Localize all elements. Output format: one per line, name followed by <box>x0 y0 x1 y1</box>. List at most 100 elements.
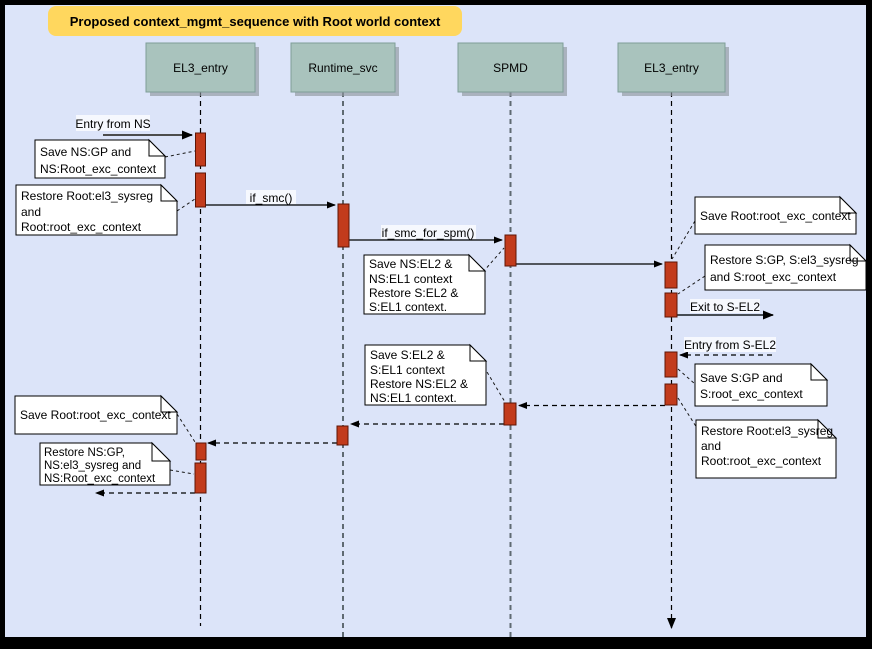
note-restore-root-top: Restore Root:el3_sysreg and Root:root_ex… <box>15 183 179 236</box>
message-label-entry-from-ns: Entry from NS <box>75 117 150 131</box>
actor-box-el3-right <box>617 42 726 93</box>
note-line: Root:root_exc_context <box>21 220 142 234</box>
note-fold <box>817 418 838 439</box>
message-label-bg <box>246 190 296 204</box>
note-save-root-exc-right: Save Root:root_exc_context <box>694 195 858 235</box>
note-fold <box>160 183 179 202</box>
messages: Entry from NS if_smc() if_smc_for_spm() … <box>75 115 776 497</box>
note-body <box>14 395 178 435</box>
activation-el3-right-3 <box>664 351 678 378</box>
note-line: and S:root_exc_context <box>710 270 837 284</box>
connector-spmd-return <box>483 366 506 403</box>
message-label-if-smc: if_smc() <box>250 191 293 205</box>
note-line: Save Root:root_exc_context <box>20 408 171 422</box>
note-line: NS:el3_sysreg and <box>44 460 141 472</box>
activation-runtime-1 <box>337 203 350 248</box>
actor-box-runtime-svc <box>290 42 396 93</box>
note-fold <box>151 441 172 462</box>
activation-spmd-2 <box>503 402 517 426</box>
activation-spmd-1 <box>504 234 517 267</box>
message-label-bg <box>381 225 476 239</box>
note-body <box>363 254 486 315</box>
note-save-root-exc-left: Save Root:root_exc_context <box>14 394 179 435</box>
note-line: NS:Root_exc_context <box>40 162 157 176</box>
connector-save-s-gp <box>677 368 696 385</box>
note-line: Save NS:GP and <box>40 145 131 159</box>
note-fold <box>148 138 167 157</box>
note-body <box>34 139 166 179</box>
activation-el3-left-4 <box>194 462 207 494</box>
connector-save-ns-gp <box>164 150 196 158</box>
lifelines <box>199 92 676 637</box>
title-box <box>48 6 462 36</box>
actor-box-spmd <box>457 42 564 93</box>
note-body <box>695 419 837 479</box>
note-line: Restore S:GP, S:el3_sysreg <box>710 253 859 267</box>
note-fold <box>469 343 488 362</box>
note-line: Restore Root:el3_sysreg <box>701 424 833 438</box>
activation-el3-left-1 <box>195 132 206 167</box>
title-label: Proposed context_mgmt_sequence with Root… <box>70 14 441 29</box>
activation-el3-right-2 <box>664 292 678 318</box>
note-body <box>39 442 171 486</box>
note-fold <box>160 394 179 413</box>
note-line: Save Root:root_exc_context <box>700 209 851 223</box>
note-spmd-entry: Save NS:EL2 & NS:EL1 context Restore S:E… <box>363 253 487 315</box>
note-line: Restore S:EL2 & <box>369 286 458 300</box>
note-fold <box>849 243 868 262</box>
actor-label-spmd: SPMD <box>493 61 528 75</box>
actor-label-runtime-svc: Runtime_svc <box>308 61 377 75</box>
note-restore-ns-gp: Restore NS:GP, NS:el3_sysreg and NS:Root… <box>39 441 172 486</box>
note-restore-s-gp: Restore S:GP, S:el3_sysreg and S:root_ex… <box>704 243 868 291</box>
message-label-exit-to-sel2: Exit to S-EL2 <box>690 300 760 314</box>
note-save-ns-gp: Save NS:GP and NS:Root_exc_context <box>34 138 167 179</box>
message-label-entry-from-sel2: Entry from S-EL2 <box>684 338 776 352</box>
note-body <box>694 196 857 235</box>
note-save-s-gp: Save S:GP and S:root_exc_context <box>694 362 829 407</box>
activation-el3-left-2 <box>195 172 206 208</box>
actor-label-el3-left: EL3_entry <box>173 61 228 75</box>
note-line: and <box>21 205 41 219</box>
note-line: NS:Root_exc_context <box>44 473 156 485</box>
note-line: Save NS:EL2 & <box>369 257 452 271</box>
note-line: NS:EL1 context. <box>370 391 457 405</box>
note-fold <box>468 253 487 272</box>
actor-label-el3-right: EL3_entry <box>644 61 699 75</box>
note-line: Restore NS:EL2 & <box>370 377 468 391</box>
message-label-bg <box>684 337 776 352</box>
activation-runtime-2 <box>336 425 349 446</box>
activations <box>194 132 678 494</box>
connector-restore-root-top <box>176 198 196 212</box>
message-label-if-smc-for-spm: if_smc_for_spm() <box>382 226 475 240</box>
note-line: Save S:EL2 & <box>370 348 445 362</box>
activation-el3-left-3 <box>195 442 207 461</box>
note-line: and <box>701 439 721 453</box>
message-label-bg <box>76 115 150 131</box>
note-line: Restore NS:GP, <box>44 447 125 459</box>
note-spmd-return: Save S:EL2 & S:EL1 context Restore NS:EL… <box>364 343 488 406</box>
connector-restore-ns-gp <box>169 469 195 475</box>
note-line: Restore Root:el3_sysreg <box>21 189 153 203</box>
note-body <box>15 184 178 236</box>
note-body <box>694 363 828 407</box>
note-fold <box>810 362 829 381</box>
note-body <box>364 344 487 406</box>
note-connectors <box>164 150 706 475</box>
connector-spmd-entry <box>482 247 505 273</box>
note-line: NS:EL1 context <box>369 272 453 286</box>
message-label-bg <box>690 299 760 313</box>
actor-box-el3-left <box>145 42 256 93</box>
note-line: Save S:GP and <box>700 371 783 385</box>
activation-el3-right-4 <box>664 383 678 406</box>
notes: Save NS:GP and NS:Root_exc_context Resto… <box>14 138 868 486</box>
note-line: S:EL1 context. <box>369 300 447 314</box>
note-line: S:root_exc_context <box>700 387 803 401</box>
note-fold <box>839 195 858 214</box>
note-restore-root-bottom: Restore Root:el3_sysreg and Root:root_ex… <box>695 418 838 479</box>
activation-el3-right-1 <box>664 261 678 289</box>
actor-headers: EL3_entry Runtime_svc SPMD EL3_entry <box>145 42 729 96</box>
diagram-background <box>5 5 866 637</box>
connector-save-root-exc-right <box>671 220 696 260</box>
note-body <box>704 244 867 291</box>
